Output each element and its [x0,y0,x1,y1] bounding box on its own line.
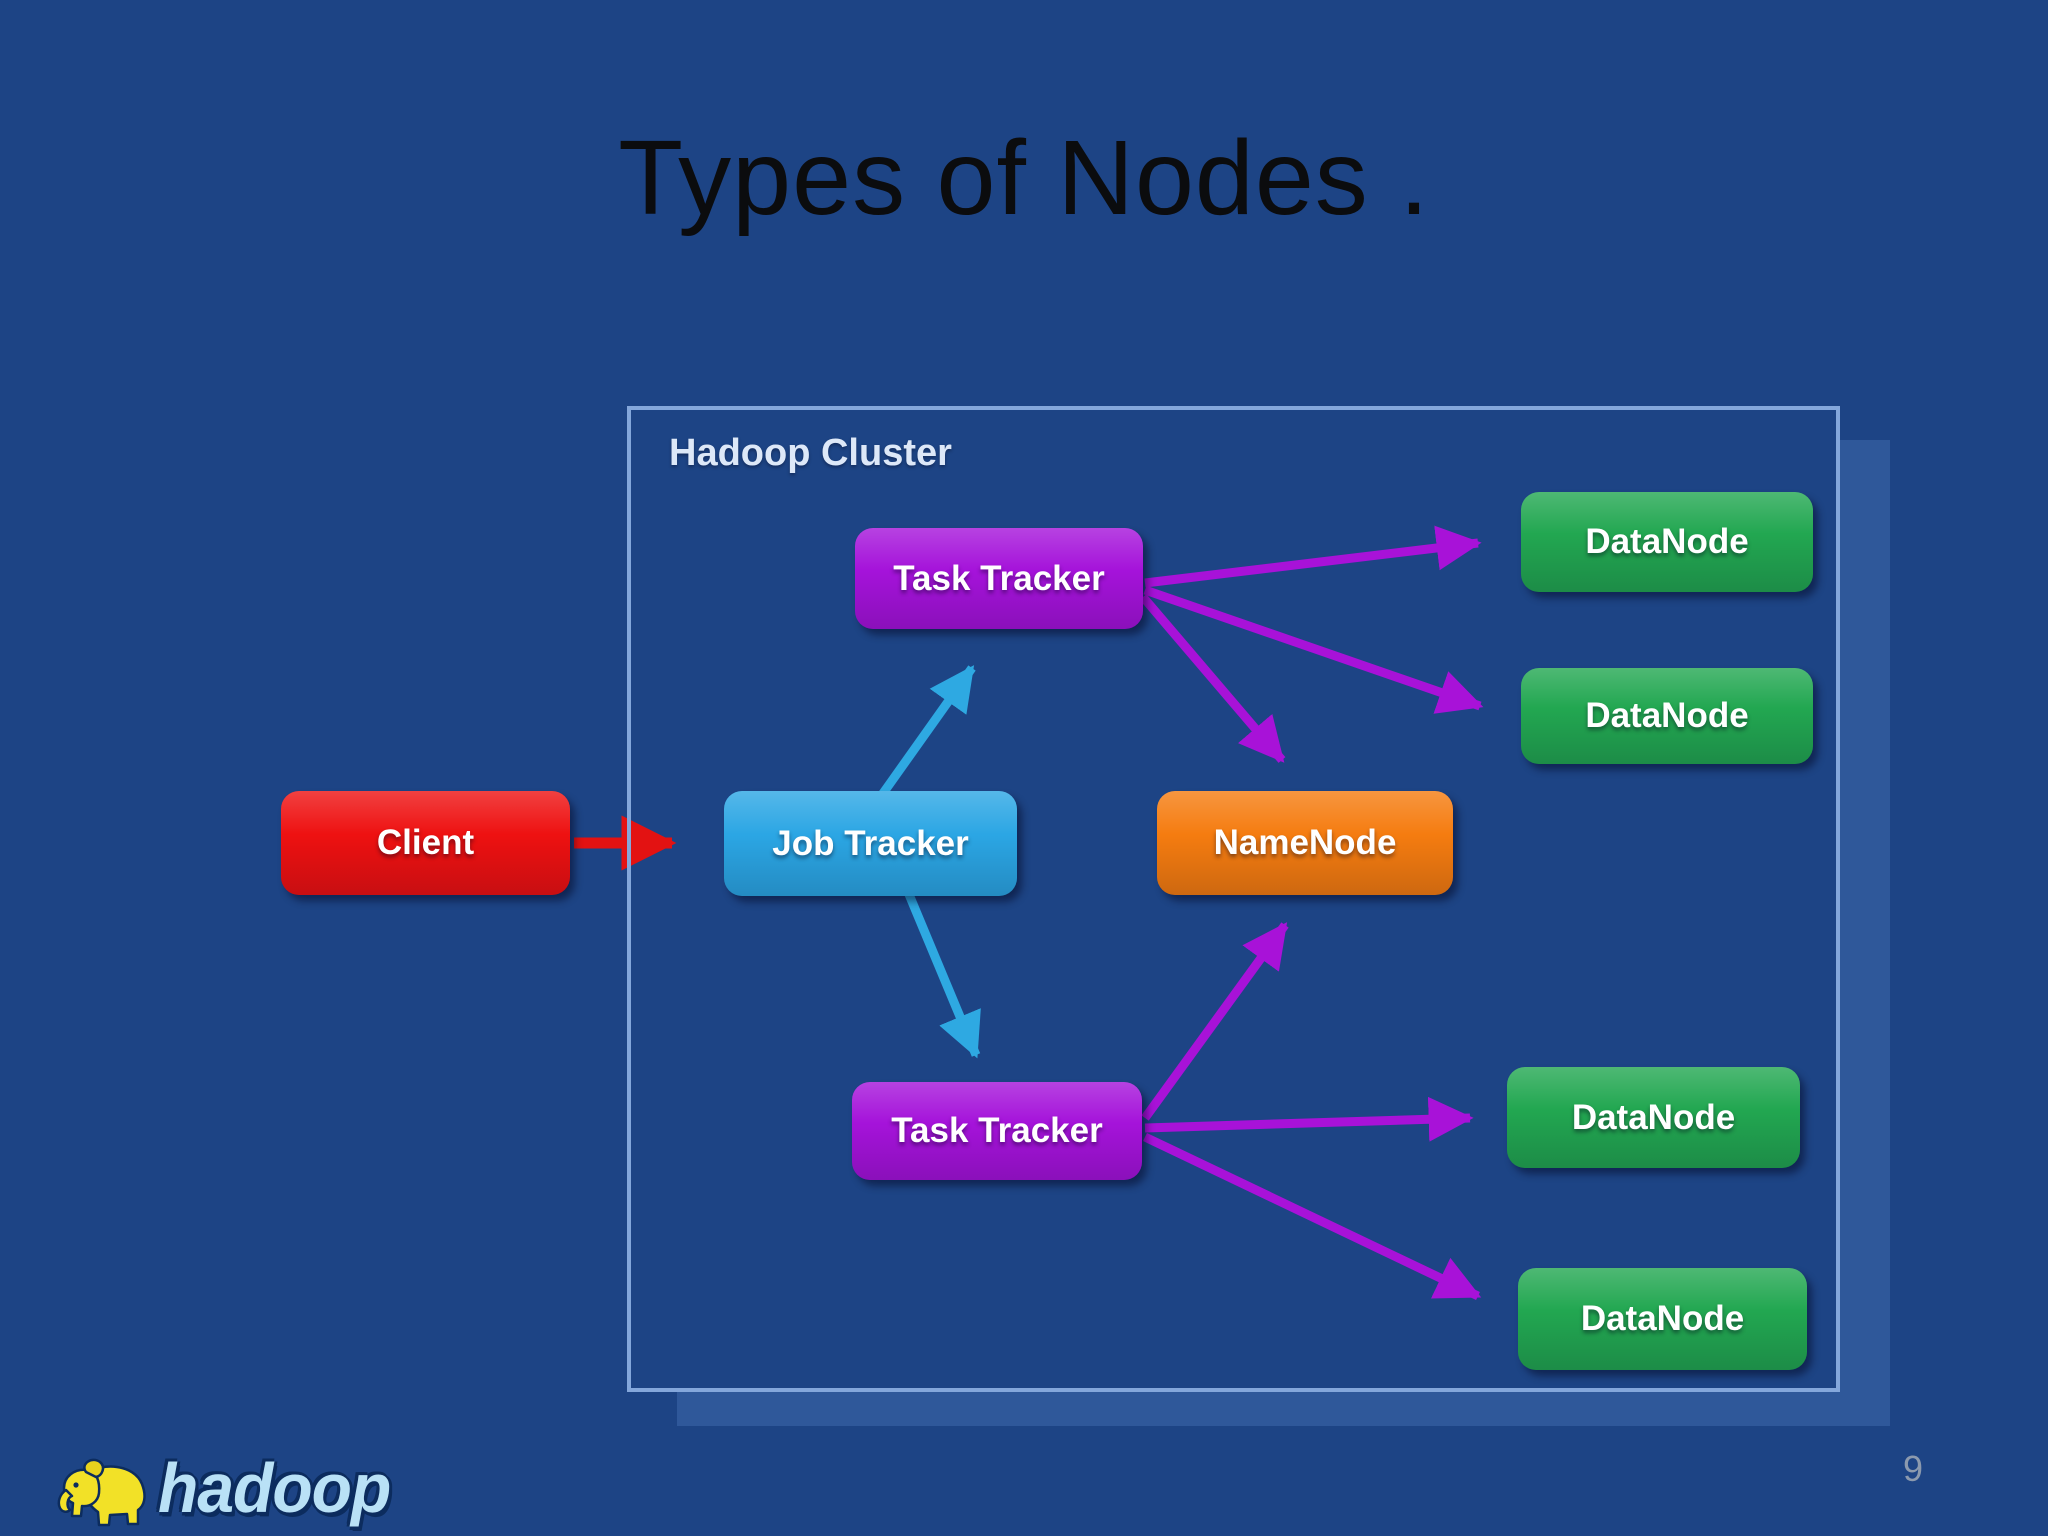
client-node-label: Client [376,823,475,862]
name-node: NameNode [1157,791,1453,895]
data-node-1: DataNode [1521,492,1813,592]
data-node-4: DataNode [1518,1268,1807,1370]
client-node: Client [281,791,570,895]
task-tracker-bottom-node-label: Task Tracker [891,1111,1103,1150]
elephant-icon [57,1458,146,1527]
name-node-label: NameNode [1213,823,1397,862]
job-tracker-node: Job Tracker [724,791,1017,896]
task-tracker-bottom-node: Task Tracker [852,1082,1142,1180]
data-node-3: DataNode [1507,1067,1800,1168]
data-node-4-label: DataNode [1580,1299,1745,1338]
hadoop-logo-text: hadoop [158,1449,391,1527]
data-node-2: DataNode [1521,668,1813,764]
data-node-1-label: DataNode [1585,522,1749,561]
hadoop-cluster-box: Hadoop Cluster [627,406,1840,1392]
data-node-2-label: DataNode [1585,696,1749,735]
page-number: 9 [1903,1448,1924,1489]
hadoop-cluster-label: Hadoop Cluster [669,432,952,474]
job-tracker-node-label: Job Tracker [772,823,969,863]
slide-title: Types of Nodes . [618,119,1430,237]
task-tracker-top-node-label: Task Tracker [893,558,1105,598]
data-node-3-label: DataNode [1571,1097,1736,1137]
task-tracker-top-node: Task Tracker [855,528,1143,629]
hadoop-logo: hadoop [52,1444,391,1532]
